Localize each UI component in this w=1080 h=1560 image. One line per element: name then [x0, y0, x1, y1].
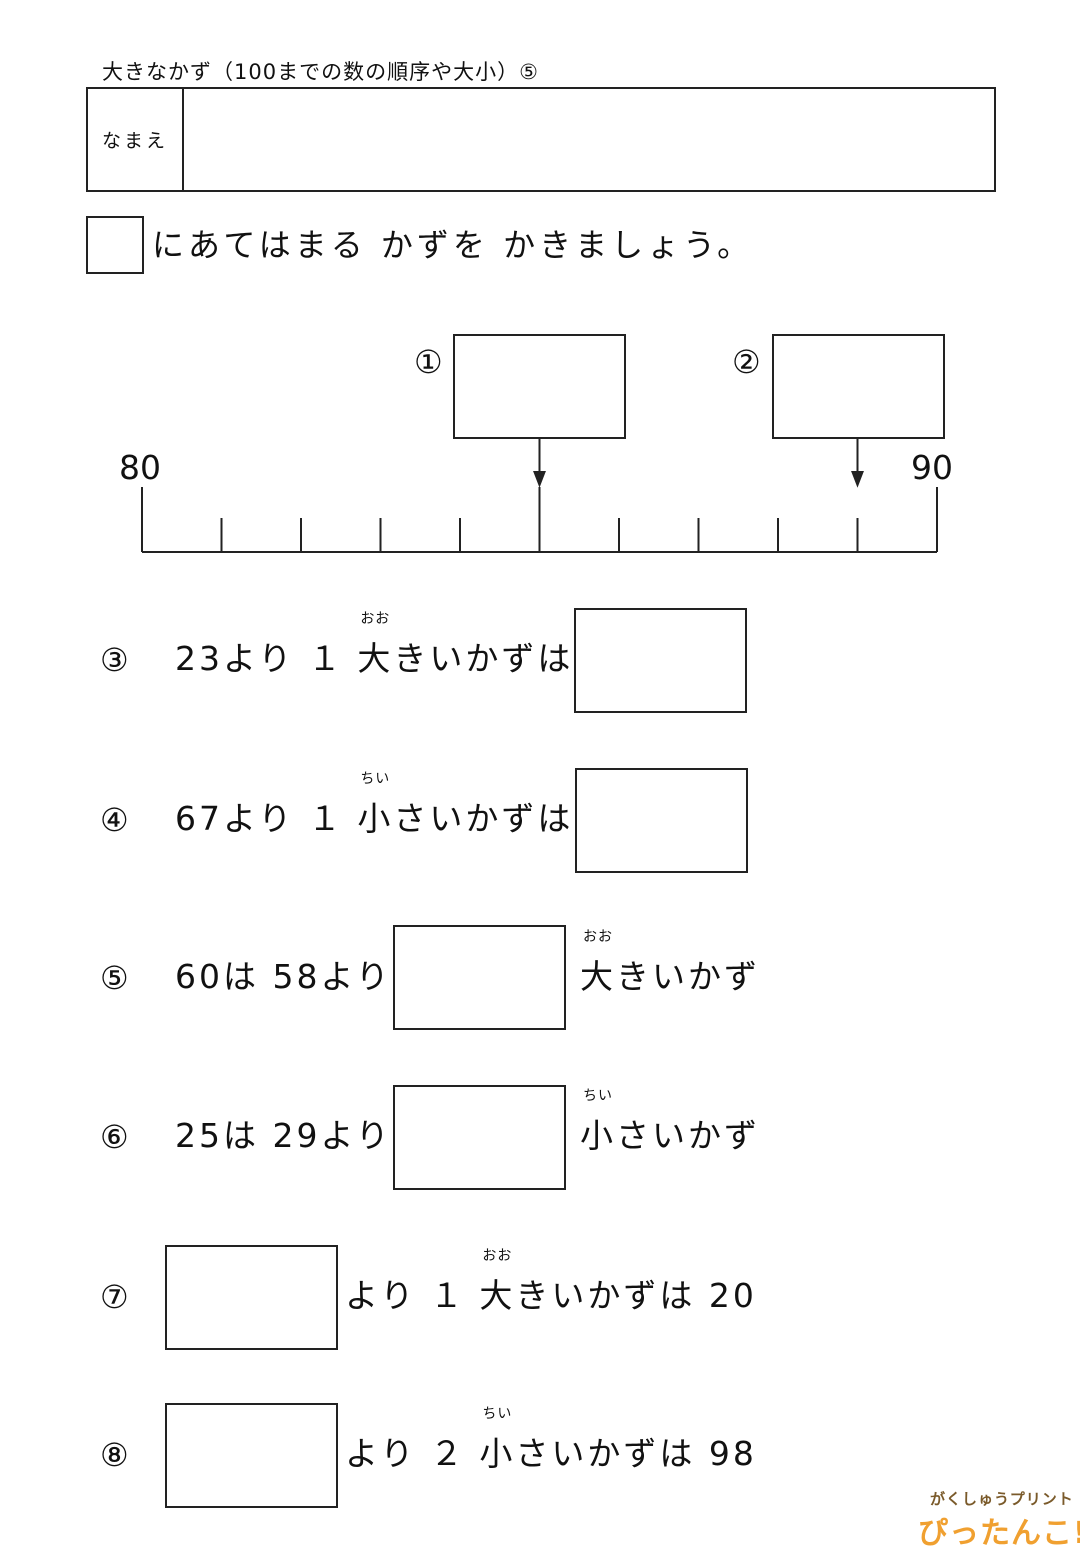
logo-big-text: ぴったんこ! [918, 1516, 1080, 1551]
question-7-ruby: おお大 [479, 1249, 516, 1315]
answer-box-3[interactable] [574, 608, 747, 713]
question-6-number: ⑥ [100, 1118, 129, 1156]
question-6-ruby-base: 小 [580, 1116, 616, 1155]
question-3-after: きいかずは [393, 639, 574, 678]
question-7-text: より １ おお大きいかずは 20 [345, 1249, 757, 1315]
answer-box-2[interactable] [772, 334, 945, 439]
question-3-ruby: おお大 [357, 612, 394, 678]
name-label: なまえ [88, 89, 184, 190]
question-5-ruby-reading: おお [583, 929, 613, 945]
question-6-ruby: ちい小 [580, 1089, 616, 1155]
question-7-ruby-base: 大 [479, 1276, 516, 1315]
question-6-ruby-reading: ちい [583, 1088, 613, 1104]
question-3-ruby-reading: おお [360, 611, 391, 627]
number-line-start-label: 80 [119, 448, 161, 487]
question-3-text: 23より １ おお大きいかずは [175, 612, 574, 678]
answer-box-4[interactable] [575, 768, 748, 873]
question-4-ruby-reading: ちい [360, 771, 391, 787]
question-3-ruby-base: 大 [357, 639, 394, 678]
question-4-ruby: ちい小 [357, 772, 394, 838]
question-3-before: 23より １ [175, 639, 358, 678]
answer-box-8[interactable] [165, 1403, 338, 1508]
question-8-text: より ２ ちい小さいかずは 98 [345, 1407, 757, 1473]
question-6-after: さいかず [616, 1116, 760, 1155]
answer-box-7[interactable] [165, 1245, 338, 1350]
question-5-after-text: おお大きいかず [580, 930, 760, 996]
number-line [141, 437, 938, 553]
question-8-ruby: ちい小 [479, 1407, 516, 1473]
question-8-after: さいかずは 98 [515, 1434, 757, 1473]
question-4-number: ④ [100, 801, 129, 839]
instruction-box-icon [86, 216, 144, 274]
question-8-ruby-reading: ちい [482, 1406, 513, 1422]
name-box: なまえ [86, 87, 996, 192]
question-4-text: 67より １ ちい小さいかずは [175, 772, 574, 838]
answer-box-5[interactable] [393, 925, 566, 1030]
answer-box-1[interactable] [453, 334, 626, 439]
question-7-ruby-reading: おお [482, 1248, 513, 1264]
question-7-number: ⑦ [100, 1278, 129, 1316]
marker-1-number: ① [414, 343, 443, 381]
question-5-after: きいかず [616, 957, 760, 996]
instruction-text: にあてはまる かずを かきましょう。 [152, 226, 754, 264]
worksheet-title: 大きなかず（100までの数の順序や大小）⑤ [102, 60, 539, 84]
question-4-after: さいかずは [393, 799, 574, 838]
question-8-number: ⑧ [100, 1436, 129, 1474]
logo-small-text: がくしゅうプリント [930, 1490, 1074, 1508]
question-5-number: ⑤ [100, 959, 129, 997]
number-line-end-label: 90 [911, 448, 953, 487]
question-8-before: より ２ [345, 1434, 480, 1473]
question-6-before: 25は 29より [175, 1116, 392, 1155]
arrow-1-icon [533, 437, 546, 488]
marker-2-number: ② [732, 343, 761, 381]
question-5-before: 60は 58より [175, 957, 392, 996]
arrow-2-icon [851, 437, 864, 488]
answer-box-6[interactable] [393, 1085, 566, 1190]
question-4-before: 67より １ [175, 799, 358, 838]
question-3-number: ③ [100, 641, 129, 679]
question-8-ruby-base: 小 [479, 1434, 516, 1473]
question-5-ruby-base: 大 [580, 957, 616, 996]
question-7-before: より １ [345, 1276, 480, 1315]
question-6-after-text: ちい小さいかず [580, 1089, 760, 1155]
question-5-ruby: おお大 [580, 930, 616, 996]
question-7-after: きいかずは 20 [515, 1276, 757, 1315]
question-4-ruby-base: 小 [357, 799, 394, 838]
